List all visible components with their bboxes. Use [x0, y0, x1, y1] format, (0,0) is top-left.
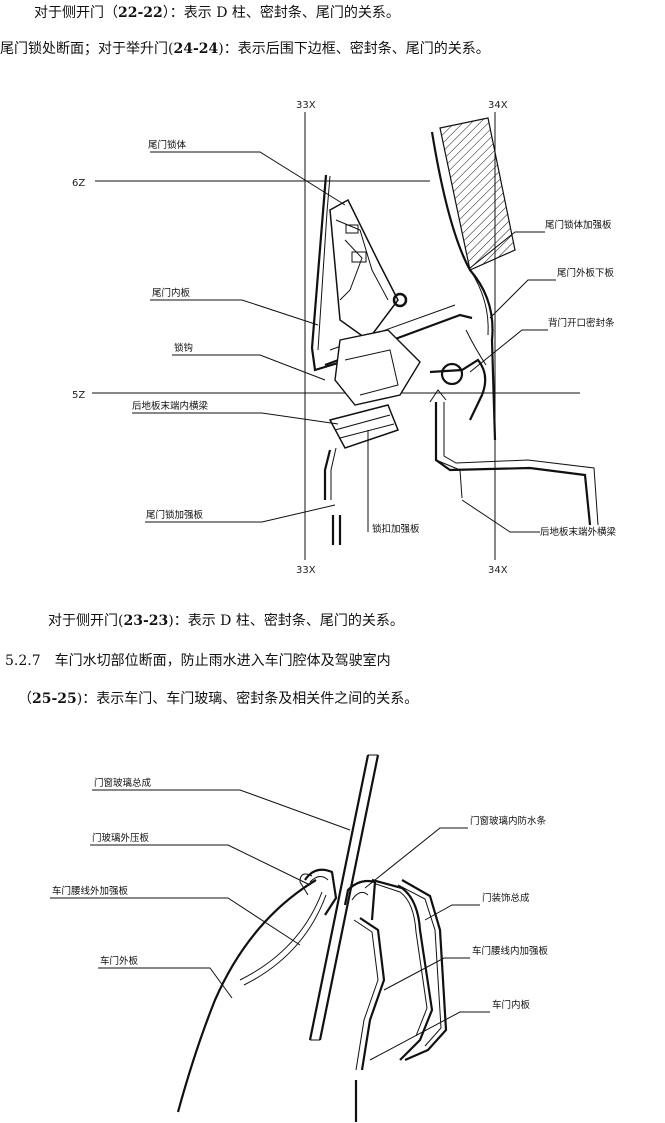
label-door-outer: 车门外板: [100, 955, 139, 967]
axis-label: 33X: [296, 565, 316, 576]
label-lock-reinf-bracket: 锁扣加强板: [372, 523, 420, 535]
caption-text: 对于侧开门（: [34, 5, 118, 21]
label-tailgate-lock: 尾门锁体: [148, 139, 187, 151]
glass-outer-strip: [304, 868, 338, 916]
section-ref: 24-24: [173, 41, 219, 57]
label-rear-floor-inner: 后地板末端内横梁: [132, 400, 209, 412]
striker-bracket: [328, 404, 399, 449]
label-tailgate-lock-reinf: 尾门锁加强板: [146, 509, 204, 521]
axis-label: 5Z: [72, 390, 85, 401]
rear-floor-inner-beam: [323, 449, 332, 500]
label-striker: 锁钩: [174, 342, 193, 354]
label-tailgate-inner: 尾门内板: [152, 287, 191, 299]
caption-24-24: 尾门锁处断面；对于举升门(24-24)：表示后围下边框、密封条、尾门的关系。: [0, 38, 490, 58]
section-ref: 22-22: [118, 5, 163, 21]
trim-outline: [401, 879, 448, 1062]
label-belt-outer-reinf: 车门腰线外加强板: [52, 885, 129, 897]
label-trim-assy: 门装饰总成: [482, 892, 530, 904]
label-frame-lower: 尾门外板下板: [557, 267, 615, 279]
label-lock-body-reinf: 尾门锁体加强板: [545, 219, 612, 231]
door-glass: [308, 754, 370, 1041]
section-heading: 5.2.7 车门水切部位断面，防止雨水进入车门腔体及驾驶室内: [5, 650, 391, 670]
axis-label: 34X: [488, 565, 508, 576]
rear-floor-outer-beam: [434, 402, 592, 526]
caption-text: ）：表示 D 柱、密封条、尾门的关系。: [162, 5, 400, 21]
label-glass-outer-strip: 门玻璃外压板: [92, 832, 150, 844]
caption-22-22: 对于侧开门（22-22）：表示 D 柱、密封条、尾门的关系。: [34, 2, 400, 22]
caption-23-23: 对于侧开门(23-23)：表示 D 柱、密封条、尾门的关系。: [48, 610, 404, 630]
door-inner-panel: [371, 878, 434, 1061]
label-belt-inner-reinf: 车门腰线内加强板: [472, 945, 549, 957]
label-door-inner: 车门内板: [492, 999, 531, 1011]
caption-text: （: [18, 691, 32, 707]
tailgate-inner-panel: [310, 174, 339, 372]
door-beltline-section-diagram: 门窗玻璃总成 门玻璃外压板 车门腰线外加强板 车门外板 门窗玻璃内防水条 门装饰…: [50, 754, 549, 1122]
rear-pillar-hatched: [439, 117, 516, 271]
axis-label: 33X: [296, 100, 316, 111]
belt-inner-reinf: [359, 917, 386, 1071]
tailgate-lock-section-diagram: 33X 34X 33X 34X 6Z 5Z: [72, 100, 617, 576]
section-title: 车门水切部位断面，防止雨水进入车门腔体及驾驶室内: [54, 653, 391, 669]
door-outer-panel: [176, 879, 317, 1113]
caption-text: )：表示车门、车门玻璃、密封条及相关件之间的关系。: [76, 691, 419, 707]
caption-25-25: （25-25)：表示车门、车门玻璃、密封条及相关件之间的关系。: [18, 688, 418, 708]
belt-outer-reinf: [239, 891, 323, 981]
section-ref: 23-23: [123, 613, 169, 629]
label-glass-inner-seal: 门窗玻璃内防水条: [470, 815, 547, 827]
pillar-outline: [430, 131, 497, 441]
caption-text: )：表示 D 柱、密封条、尾门的关系。: [168, 613, 404, 629]
caption-text: 尾门锁处断面；对于举升门(: [0, 41, 174, 57]
lock-body: [329, 198, 399, 342]
glass-inner-seal: [343, 879, 377, 921]
axis-label: 6Z: [72, 178, 85, 189]
section-ref: 25-25: [32, 691, 77, 707]
caption-text: 对于侧开门(: [48, 613, 124, 629]
section-number: 5.2.7: [5, 653, 41, 669]
axis-label: 34X: [488, 100, 508, 111]
label-opening-seal: 背门开口密封条: [548, 317, 615, 329]
label-glass-assy: 门窗玻璃总成: [94, 777, 152, 789]
pillar-inner: [469, 269, 489, 336]
label-rear-floor-outer: 后地板末端外横梁: [540, 526, 617, 538]
caption-text: )：表示后围下边框、密封条、尾门的关系。: [218, 41, 490, 57]
